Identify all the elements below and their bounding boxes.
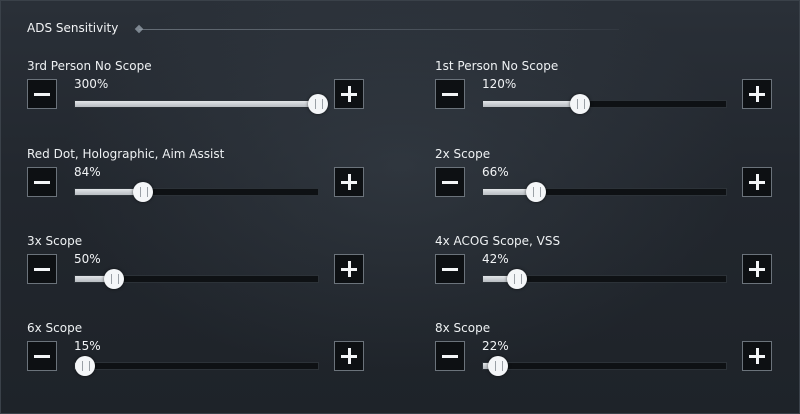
setting-1st-person-no-scope: 1st Person No Scope 120%	[435, 59, 780, 129]
slider-track[interactable]	[482, 94, 727, 114]
setting-value: 66%	[482, 165, 509, 179]
setting-label: 8x Scope	[435, 321, 491, 335]
section-title: ADS Sensitivity	[27, 21, 119, 35]
slider-thumb[interactable]	[308, 94, 328, 114]
slider-thumb[interactable]	[74, 356, 95, 376]
decrease-button[interactable]	[27, 254, 57, 284]
minus-icon	[441, 347, 459, 365]
slider-track[interactable]	[74, 356, 319, 376]
decrease-button[interactable]	[435, 341, 465, 371]
setting-red-dot-holographic: Red Dot, Holographic, Aim Assist 84%	[27, 147, 372, 217]
setting-label: Red Dot, Holographic, Aim Assist	[27, 147, 225, 161]
slider-track[interactable]	[482, 269, 727, 289]
slider-track[interactable]	[74, 269, 319, 289]
plus-icon	[340, 85, 358, 103]
minus-icon	[33, 85, 51, 103]
setting-value: 50%	[74, 252, 101, 266]
plus-icon	[748, 85, 766, 103]
setting-label: 4x ACOG Scope, VSS	[435, 234, 561, 248]
setting-value: 300%	[74, 77, 109, 91]
decrease-button[interactable]	[27, 341, 57, 371]
slider-fill	[483, 189, 537, 195]
decrease-button[interactable]	[435, 167, 465, 197]
slider-track[interactable]	[482, 356, 727, 376]
decrease-button[interactable]	[27, 79, 57, 109]
minus-icon	[33, 260, 51, 278]
setting-value: 42%	[482, 252, 509, 266]
setting-label: 1st Person No Scope	[435, 59, 559, 73]
slider-thumb[interactable]	[487, 356, 508, 376]
decrease-button[interactable]	[27, 167, 57, 197]
slider-thumb[interactable]	[133, 182, 154, 202]
plus-icon	[340, 173, 358, 191]
slider-fill	[75, 189, 144, 195]
plus-icon	[340, 347, 358, 365]
slider-thumb[interactable]	[507, 269, 528, 289]
slider-track[interactable]	[74, 94, 328, 114]
plus-icon	[748, 347, 766, 365]
setting-label: 6x Scope	[27, 321, 83, 335]
increase-button[interactable]	[742, 167, 772, 197]
increase-button[interactable]	[334, 341, 364, 371]
increase-button[interactable]	[334, 167, 364, 197]
increase-button[interactable]	[334, 79, 364, 109]
setting-value: 15%	[74, 339, 101, 353]
plus-icon	[748, 260, 766, 278]
increase-button[interactable]	[742, 341, 772, 371]
setting-label: 3x Scope	[27, 234, 83, 248]
minus-icon	[33, 347, 51, 365]
setting-label: 2x Scope	[435, 147, 491, 161]
setting-value: 84%	[74, 165, 101, 179]
setting-4x-acog-vss: 4x ACOG Scope, VSS 42%	[435, 234, 780, 304]
setting-8x-scope: 8x Scope 22%	[435, 321, 780, 391]
setting-value: 120%	[482, 77, 517, 91]
slider-fill	[483, 276, 518, 282]
setting-3x-scope: 3x Scope 50%	[27, 234, 372, 304]
plus-icon	[748, 173, 766, 191]
setting-label: 3rd Person No Scope	[27, 59, 152, 73]
slider-track[interactable]	[74, 182, 319, 202]
slider-fill	[75, 101, 318, 107]
setting-value: 22%	[482, 339, 509, 353]
setting-6x-scope: 6x Scope 15%	[27, 321, 372, 391]
plus-icon	[340, 260, 358, 278]
increase-button[interactable]	[334, 254, 364, 284]
slider-track[interactable]	[482, 182, 727, 202]
slider-fill	[75, 276, 114, 282]
slider-thumb[interactable]	[103, 269, 124, 289]
minus-icon	[441, 85, 459, 103]
increase-button[interactable]	[742, 254, 772, 284]
setting-3rd-person-no-scope: 3rd Person No Scope 300%	[27, 59, 372, 129]
minus-icon	[441, 173, 459, 191]
slider-thumb[interactable]	[570, 94, 591, 114]
decrease-button[interactable]	[435, 79, 465, 109]
header-divider	[139, 29, 619, 30]
decrease-button[interactable]	[435, 254, 465, 284]
slider-thumb[interactable]	[526, 182, 547, 202]
setting-2x-scope: 2x Scope 66%	[435, 147, 780, 217]
minus-icon	[441, 260, 459, 278]
increase-button[interactable]	[742, 79, 772, 109]
minus-icon	[33, 173, 51, 191]
slider-fill	[483, 101, 581, 107]
